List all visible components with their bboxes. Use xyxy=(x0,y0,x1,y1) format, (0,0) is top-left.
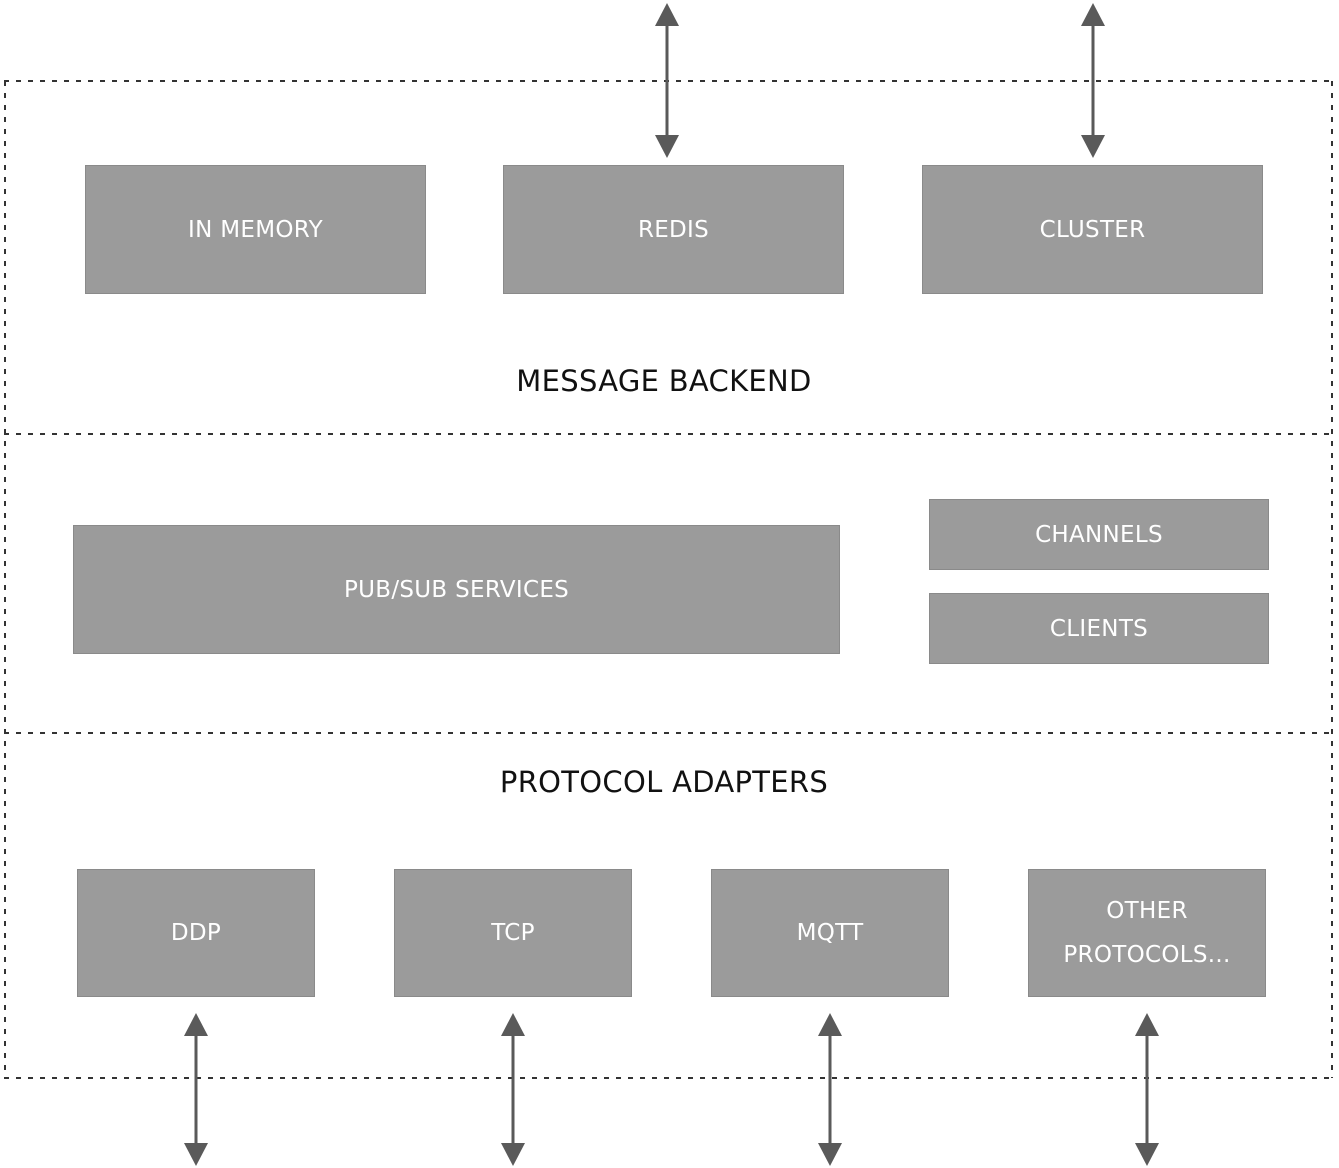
protocol-adapters-label: PROTOCOL ADAPTERS xyxy=(499,765,829,799)
ddp-label: DDP xyxy=(170,920,222,946)
redis-box: REDIS xyxy=(503,165,844,294)
pubsub-services-label: PUB/SUB SERVICES xyxy=(343,576,570,603)
pubsub-services-box: PUB/SUB SERVICES xyxy=(73,525,840,654)
other-protocols-text: OTHER PROTOCOLS... xyxy=(1063,889,1230,977)
redis-label: REDIS xyxy=(637,216,710,243)
mqtt-box: MQTT xyxy=(711,869,949,997)
message-backend-label: MESSAGE BACKEND xyxy=(516,364,812,398)
other-protocols-label-line1: OTHER xyxy=(1106,898,1188,924)
redis-arrow-icon xyxy=(655,3,679,158)
clients-label: CLIENTS xyxy=(1049,615,1149,642)
channels-box: CHANNELS xyxy=(929,499,1269,570)
in-memory-label: IN MEMORY xyxy=(188,216,323,243)
cluster-box: CLUSTER xyxy=(922,165,1263,294)
tcp-arrow-icon xyxy=(501,1013,525,1166)
clients-box: CLIENTS xyxy=(929,593,1269,664)
other-protocols-arrow-icon xyxy=(1135,1013,1159,1166)
ddp-box: DDP xyxy=(77,869,315,997)
in-memory-box: IN MEMORY xyxy=(85,165,426,294)
mqtt-label: MQTT xyxy=(796,920,864,946)
other-protocols-label-line2: PROTOCOLS... xyxy=(1063,942,1231,968)
tcp-box: TCP xyxy=(394,869,632,997)
ddp-arrow-icon xyxy=(184,1013,208,1166)
tcp-label: TCP xyxy=(491,920,535,946)
cluster-arrow-icon xyxy=(1081,3,1105,158)
cluster-label: CLUSTER xyxy=(1039,216,1146,243)
other-protocols-box: OTHER PROTOCOLS... xyxy=(1028,869,1266,997)
mqtt-arrow-icon xyxy=(818,1013,842,1166)
channels-label: CHANNELS xyxy=(1035,521,1163,548)
